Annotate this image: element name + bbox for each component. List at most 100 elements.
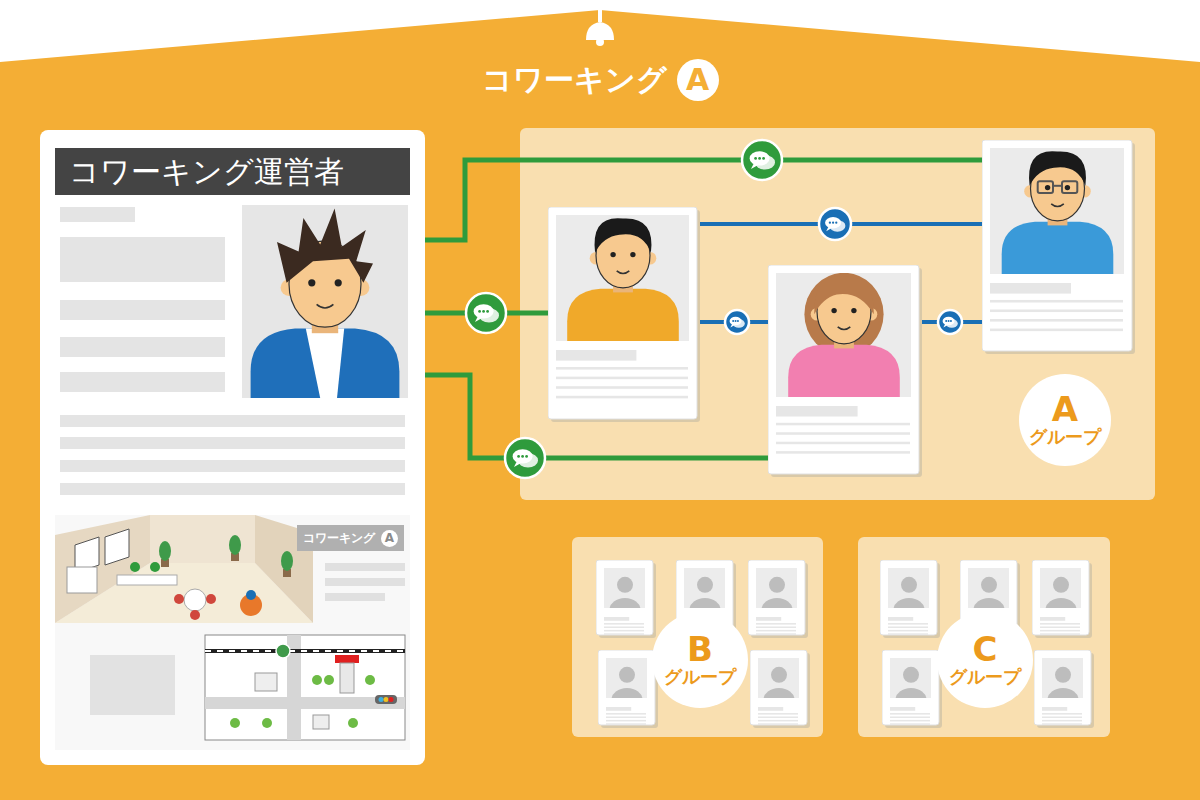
member-card-grey — [596, 560, 654, 636]
chat-dot — [478, 310, 481, 313]
member-card — [768, 265, 926, 481]
text-placeholder — [60, 337, 225, 357]
light — [384, 697, 389, 702]
node-title: C — [973, 632, 998, 666]
member-card — [1034, 650, 1098, 732]
avatar-frame — [242, 205, 408, 398]
member-card-grey — [1032, 560, 1090, 636]
text-placeholder — [556, 396, 688, 399]
text-placeholder — [60, 372, 225, 392]
node-title: B — [687, 632, 713, 666]
text-placeholder — [990, 329, 1123, 332]
chat-dot — [832, 222, 834, 224]
text-placeholder — [756, 623, 796, 625]
portrait — [893, 577, 924, 608]
chat-bubble — [513, 449, 533, 463]
back-wall — [150, 515, 255, 563]
text-placeholder — [325, 578, 405, 586]
card — [596, 560, 653, 635]
text-group: コワーキングA — [0, 58, 1200, 102]
hair-back — [804, 273, 883, 356]
card — [748, 560, 805, 635]
member-card — [982, 140, 1133, 352]
member-card — [548, 207, 704, 426]
lamp — [586, 22, 614, 40]
tree — [262, 718, 272, 728]
chat-icon — [938, 310, 962, 334]
member-card-grey — [748, 560, 806, 636]
chair — [206, 594, 216, 604]
house-shape — [0, 10, 1200, 800]
node-label: A — [381, 530, 398, 547]
text-placeholder — [758, 723, 798, 725]
silhouette-body — [611, 688, 642, 698]
text-placeholder — [606, 707, 631, 711]
chat-dot — [486, 310, 489, 313]
text-placeholder — [756, 627, 796, 629]
text-placeholder — [990, 300, 1123, 303]
card — [768, 265, 919, 474]
member-card — [768, 265, 920, 475]
person — [246, 590, 256, 600]
text-group: Aグループ — [1019, 374, 1111, 466]
access-map — [205, 635, 405, 740]
portrait — [895, 667, 926, 698]
text-placeholder — [776, 451, 910, 454]
glasses — [1062, 181, 1077, 193]
shirt — [788, 345, 900, 397]
text-placeholder — [888, 617, 913, 621]
railway — [205, 650, 405, 652]
card — [982, 140, 1132, 351]
text-placeholder — [556, 350, 636, 361]
text-placeholder — [60, 483, 405, 495]
text-placeholder — [1040, 623, 1080, 625]
chat-icon — [725, 310, 749, 334]
chat-tail — [730, 324, 735, 328]
silhouette-body — [973, 598, 1004, 608]
whiteboard — [67, 567, 97, 593]
text-placeholder — [604, 623, 644, 625]
text-placeholder — [60, 460, 405, 472]
node-label: グループ — [664, 666, 736, 688]
member-card — [982, 140, 1139, 358]
person — [150, 562, 160, 572]
silhouette-head — [769, 577, 785, 593]
eye — [1045, 185, 1050, 190]
text-placeholder — [1042, 720, 1082, 722]
member-card — [880, 560, 944, 642]
chat-bubble — [825, 217, 841, 229]
chat-dot — [829, 222, 831, 224]
text-placeholder — [776, 406, 858, 417]
hair — [277, 208, 373, 282]
text-placeholder — [1040, 617, 1065, 621]
mouth — [317, 304, 334, 308]
chat-dot — [758, 157, 761, 160]
portrait — [973, 577, 1004, 608]
text-group: Bグループ — [652, 612, 748, 708]
group-panel: Cグループ — [858, 537, 1110, 737]
chat-tail — [475, 316, 483, 322]
building — [255, 673, 277, 691]
chat-tail — [514, 461, 522, 467]
silhouette-body — [1045, 598, 1076, 608]
chat-dot — [754, 157, 757, 160]
table — [184, 589, 206, 611]
mouth — [838, 327, 851, 330]
text-placeholder — [756, 630, 796, 632]
chat-icon-circle — [819, 208, 851, 240]
text-placeholder — [60, 300, 225, 320]
text-placeholder — [325, 593, 385, 601]
member-card-grey — [750, 650, 808, 726]
eye — [308, 279, 315, 286]
chat-dot — [482, 310, 485, 313]
silhouette-head — [617, 577, 633, 593]
node-title: コワーキング運営者 — [55, 148, 410, 195]
chat-bubble — [474, 304, 494, 318]
silhouette-head — [771, 667, 787, 683]
member-card-grey — [880, 560, 938, 636]
space-info-card: コワーキングA — [55, 515, 410, 750]
hair — [1029, 151, 1086, 186]
member-card-grey — [882, 650, 940, 726]
text-placeholder — [890, 717, 930, 719]
chat-icon — [466, 293, 506, 333]
